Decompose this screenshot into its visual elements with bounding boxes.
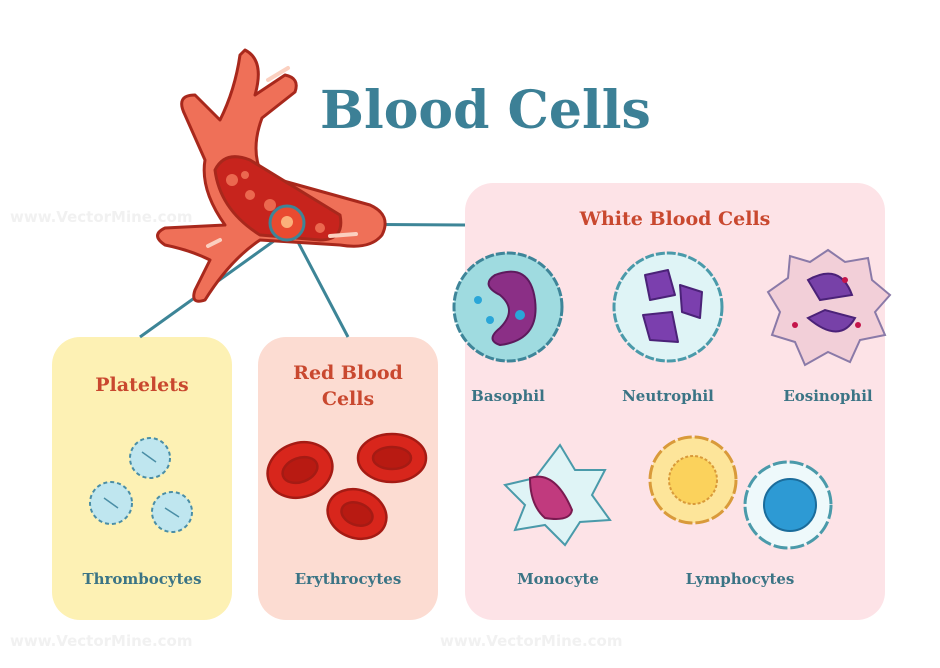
erythrocytes-label: Erythrocytes: [294, 570, 402, 588]
white-blood-cells-title: White Blood Cells: [579, 208, 771, 230]
monocyte-label: Monocyte: [517, 570, 599, 588]
platelets-panel: [52, 337, 232, 620]
red-blood-cells-title-line2: Cells: [321, 388, 375, 410]
thrombocytes-label: Thrombocytes: [82, 570, 202, 588]
basophil-illustration: [452, 251, 564, 363]
platelets-title: Platelets: [95, 374, 189, 396]
watermark: www.VectorMine.com: [440, 632, 623, 650]
erythrocytes-illustration: [266, 432, 428, 541]
eosinophil-illustration: [766, 248, 892, 367]
eosinophil-label: Eosinophil: [783, 387, 873, 405]
lymphocytes-label: Lymphocytes: [685, 570, 795, 588]
neutrophil-label: Neutrophil: [622, 387, 714, 405]
basophil-label: Basophil: [471, 387, 545, 405]
red-blood-cells-panel: [258, 337, 438, 620]
page-title: Blood Cells: [320, 80, 651, 141]
watermark: www.VectorMine.com: [10, 208, 193, 226]
monocyte-illustration: [503, 443, 612, 547]
neutrophil-illustration: [612, 251, 724, 363]
red-blood-cells-title-line1: Red Blood: [293, 362, 403, 384]
watermark: www.VectorMine.com: [10, 632, 193, 650]
lymphocyte-illustrations: [648, 435, 833, 550]
